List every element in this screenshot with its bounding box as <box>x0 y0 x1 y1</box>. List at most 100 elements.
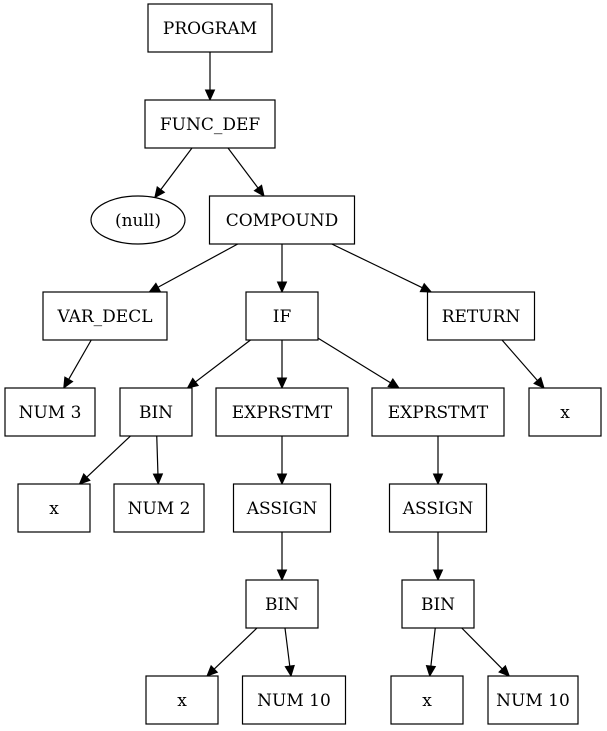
node-num2: NUM 2 <box>113 483 205 533</box>
node-func_def: FUNC_DEF <box>144 99 276 149</box>
arrowhead <box>63 376 74 390</box>
node-label: EXPRSTMT <box>232 403 333 423</box>
node-x_ret: x <box>528 387 602 437</box>
edge-line <box>156 435 159 475</box>
edge-line <box>86 435 131 478</box>
arrowhead <box>276 281 288 294</box>
edge-line <box>157 243 239 288</box>
edge-program-to-func_def <box>204 52 216 102</box>
node-return: RETURN <box>426 291 536 341</box>
edge-line <box>331 243 423 289</box>
node-label: VAR_DECL <box>56 307 152 327</box>
edge-assign1-to-bin2 <box>276 532 288 582</box>
node-label: NUM 10 <box>257 691 331 711</box>
node-label: ASSIGN <box>246 499 318 519</box>
edge-return-to-x_ret <box>501 339 545 389</box>
edge-var_decl-to-num3 <box>63 339 92 390</box>
nodes-layer: PROGRAM FUNC_DEF (null) COMPOUND VAR_DECL IF R… <box>4 3 602 725</box>
node-box <box>371 387 505 437</box>
edge-line <box>501 339 538 381</box>
arrowhead <box>276 473 288 486</box>
arrowhead <box>533 376 545 389</box>
node-box <box>487 675 579 725</box>
node-x1: x <box>17 483 91 533</box>
edge-if-to-exprstmt2 <box>317 337 401 389</box>
node-box <box>426 291 536 341</box>
node-label: NUM 3 <box>19 403 82 423</box>
node-box <box>528 387 602 437</box>
node-box <box>245 579 319 629</box>
node-box <box>147 3 273 53</box>
node-box <box>113 483 205 533</box>
edge-func_def-to-null <box>154 147 193 199</box>
edge-line <box>195 339 251 383</box>
node-program: PROGRAM <box>147 3 273 53</box>
edge-assign2-to-bin3 <box>432 532 444 582</box>
arrowhead <box>387 378 401 389</box>
arrowhead <box>152 473 164 486</box>
node-box <box>245 291 319 341</box>
edge-exprstmt1-to-assign1 <box>276 436 288 486</box>
edge-bin1-to-x1 <box>78 435 131 485</box>
node-box <box>401 579 475 629</box>
edge-bin3-to-num10b <box>461 627 511 677</box>
node-box <box>144 99 276 149</box>
edge-line <box>160 147 193 190</box>
arrowhead <box>253 184 265 197</box>
arrowhead <box>498 664 511 677</box>
node-compound: COMPOUND <box>208 195 356 245</box>
node-bin2: BIN <box>245 579 319 629</box>
arrowhead <box>276 569 288 582</box>
edge-line <box>68 339 92 380</box>
node-box <box>17 483 91 533</box>
arrowhead <box>204 89 216 102</box>
node-label: x <box>560 403 570 423</box>
edge-func_def-to-compound <box>227 147 265 197</box>
arrowhead <box>276 377 288 390</box>
arrowhead <box>419 282 433 293</box>
node-box <box>241 675 347 725</box>
edge-bin2-to-x2 <box>206 627 258 677</box>
edge-compound-to-return <box>331 243 433 293</box>
node-exprstmt1: EXPRSTMT <box>215 387 349 437</box>
node-box <box>4 387 96 437</box>
arrowhead <box>186 377 200 389</box>
node-label: IF <box>273 307 292 327</box>
edge-bin2-to-num10a <box>284 627 295 678</box>
arrowhead <box>432 569 444 582</box>
node-label: EXPRSTMT <box>388 403 489 423</box>
node-label: BIN <box>265 595 299 615</box>
node-label: x <box>49 499 59 519</box>
node-box <box>388 483 488 533</box>
node-num10b: NUM 10 <box>487 675 579 725</box>
node-num3: NUM 3 <box>4 387 96 437</box>
node-assign2: ASSIGN <box>388 483 488 533</box>
node-label: BIN <box>139 403 173 423</box>
edge-compound-to-if <box>276 244 288 294</box>
node-label: COMPOUND <box>226 211 339 231</box>
arrowhead <box>148 282 161 293</box>
node-x2: x <box>145 675 219 725</box>
node-label: NUM 10 <box>496 691 570 711</box>
edge-bin3-to-x3 <box>425 627 437 678</box>
arrowhead <box>284 664 295 678</box>
node-ellipse <box>90 195 186 245</box>
node-box <box>215 387 349 437</box>
node-box <box>42 291 168 341</box>
edge-line <box>227 147 259 189</box>
node-bin1: BIN <box>119 387 193 437</box>
node-box <box>208 195 356 245</box>
node-null: (null) <box>90 195 186 245</box>
node-var_decl: VAR_DECL <box>42 291 168 341</box>
node-label: PROGRAM <box>163 19 257 39</box>
node-box <box>232 483 332 533</box>
edge-if-to-exprstmt1 <box>276 340 288 390</box>
node-label: (null) <box>115 211 161 231</box>
node-label: FUNC_DEF <box>160 115 261 135</box>
edge-bin1-to-num2 <box>152 435 164 486</box>
node-if: IF <box>245 291 319 341</box>
arrowhead <box>432 473 444 486</box>
node-x3: x <box>390 675 464 725</box>
edge-compound-to-var_decl <box>148 243 239 293</box>
